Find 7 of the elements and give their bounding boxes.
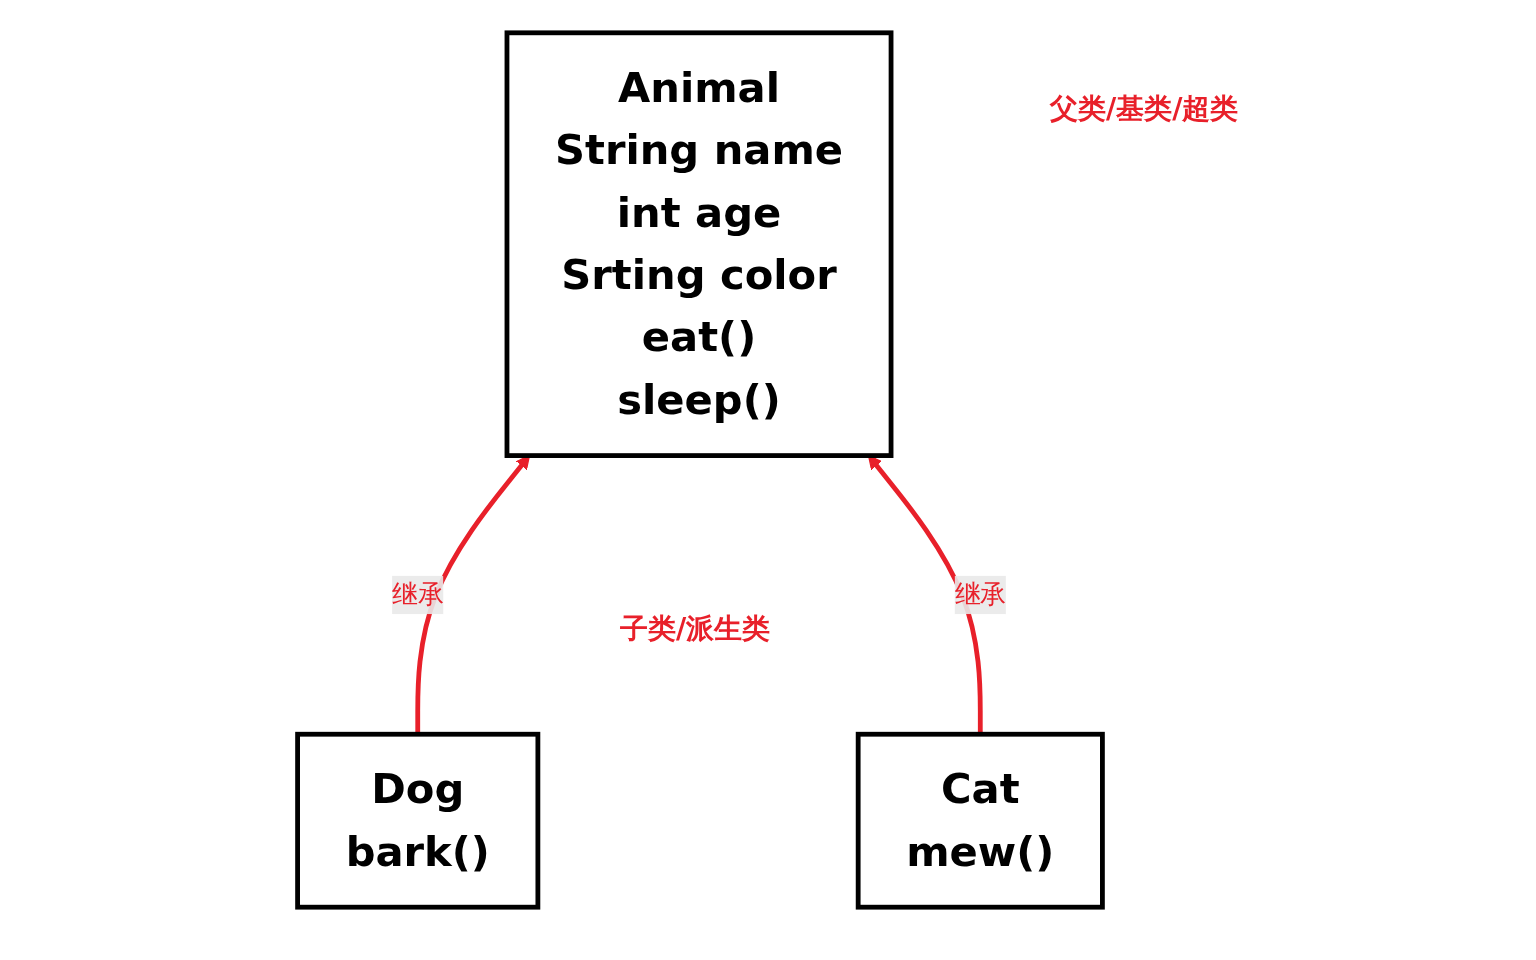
node-box: Cat mew() (855, 731, 1105, 910)
edge-label: 继承 (392, 578, 444, 610)
annotation-text: 子类/派生类 (620, 611, 771, 647)
annotation-text: 父类/基类/超类 (1050, 91, 1239, 127)
node-box: Dog bark() (295, 731, 541, 910)
node-box: Animal String name int age Srting color eat() sleep() (504, 30, 894, 458)
edge-label: 继承 (954, 578, 1006, 610)
